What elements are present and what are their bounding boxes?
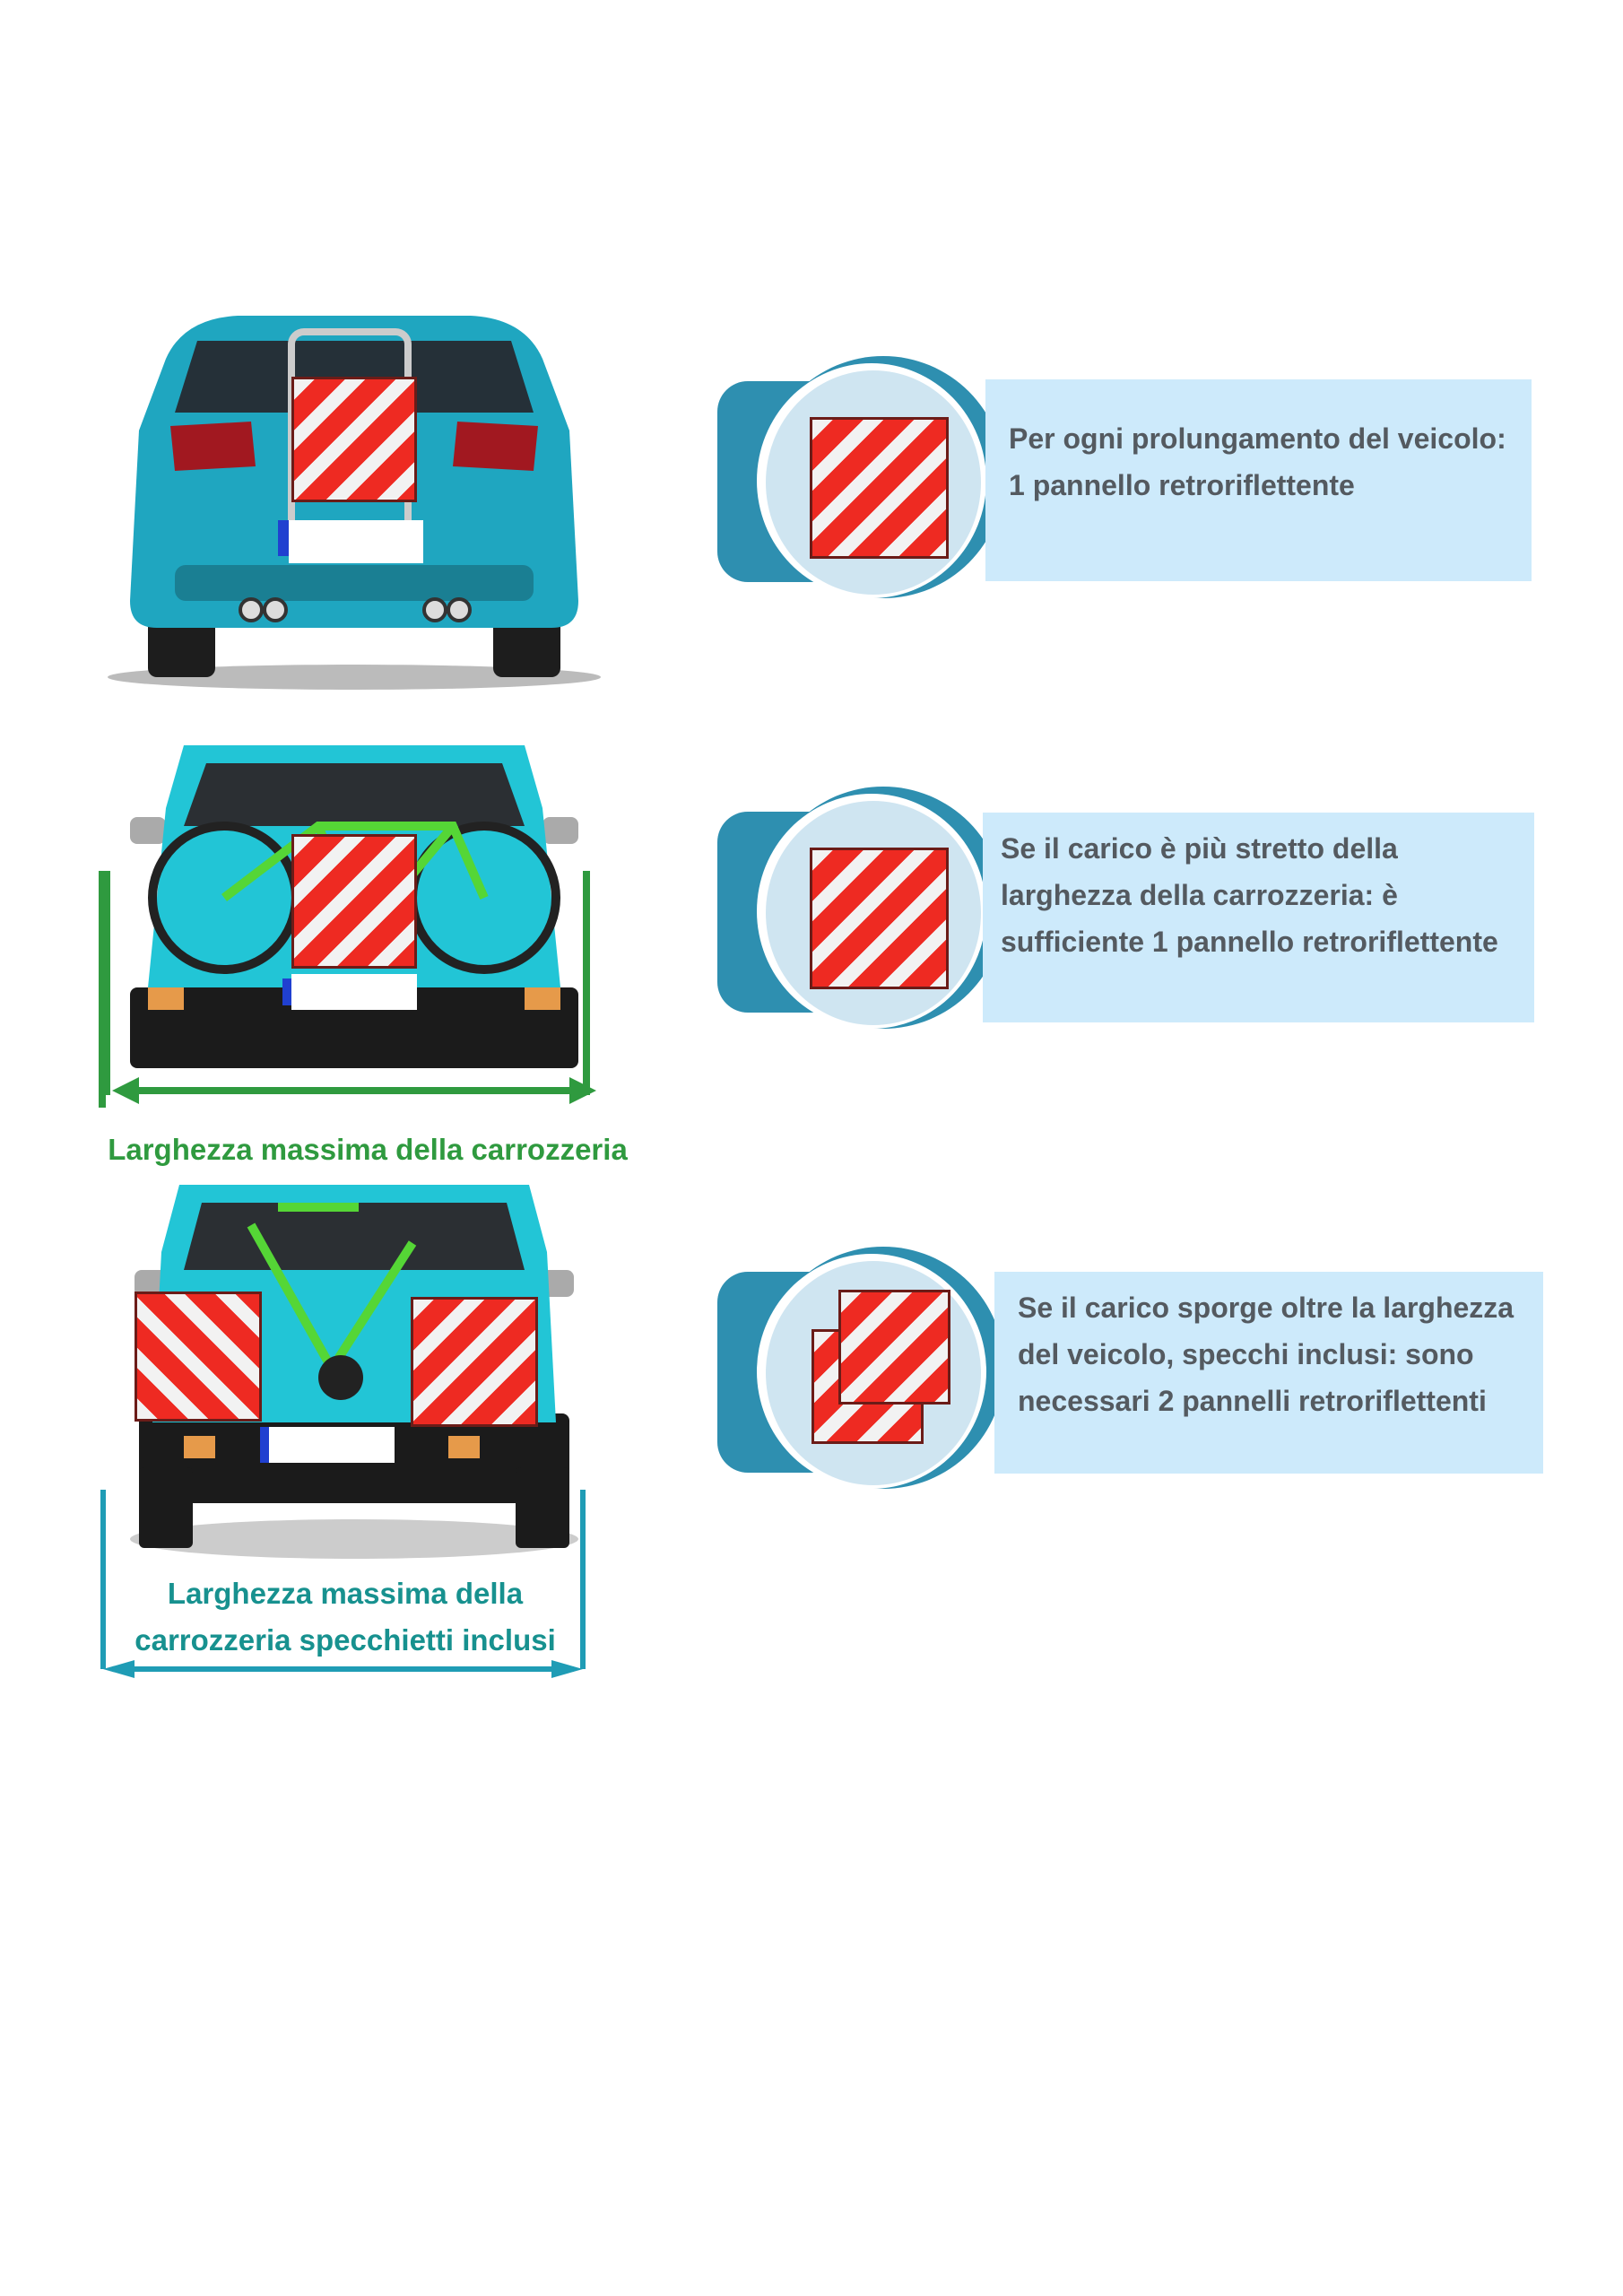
rule-3-line-2: del veicolo, specchi inclusi: sono — [1018, 1338, 1474, 1370]
rule-box-1: Per ogni prolungamento del veicolo: 1 pa… — [985, 379, 1532, 581]
rule-3-line-3: necessari 2 pannelli retroriflettenti — [1018, 1385, 1487, 1417]
rule-box-2: Se il carico è più stretto della larghez… — [983, 813, 1534, 1022]
single-panel-icon — [717, 356, 1004, 607]
reflective-panel-left — [135, 1292, 262, 1422]
reflective-panel-icon-front — [838, 1290, 950, 1405]
reflective-panel — [291, 834, 417, 969]
rule-box-3: Se il carico sporge oltre la larghezza d… — [994, 1272, 1543, 1474]
mirror-width-caption-line1: Larghezza massima della — [167, 1577, 524, 1610]
rule-1-line-2: 1 pannello retroriflettente — [1009, 469, 1355, 501]
body-width-caption: Larghezza massima della carrozzeria — [108, 1133, 628, 1166]
single-panel-icon — [717, 787, 1004, 1038]
reflective-panel-icon — [810, 848, 949, 989]
rule-2-line-2: larghezza della carrozzeria: è — [1001, 879, 1398, 911]
rule-2-line-1: Se il carico è più stretto della — [1001, 832, 1398, 865]
reflective-panel-icon — [810, 417, 949, 559]
mirror-width-caption-line2: carrozzeria specchietti inclusi — [135, 1623, 556, 1657]
rule-3-line-1: Se il carico sporge oltre la larghezza — [1018, 1292, 1515, 1324]
reflective-panel — [291, 377, 417, 502]
rule-1-line-1: Per ogni prolungamento del veicolo: — [1009, 422, 1506, 455]
double-panel-icon — [717, 1247, 1004, 1498]
car-rear-illustration-1 — [108, 316, 601, 690]
reflective-panel-right — [411, 1297, 538, 1427]
rule-2-line-3: sufficiente 1 pannello retroriflettente — [1001, 926, 1498, 958]
mirror-width-caption: Larghezza massima della carrozzeria spec… — [108, 1570, 583, 1664]
